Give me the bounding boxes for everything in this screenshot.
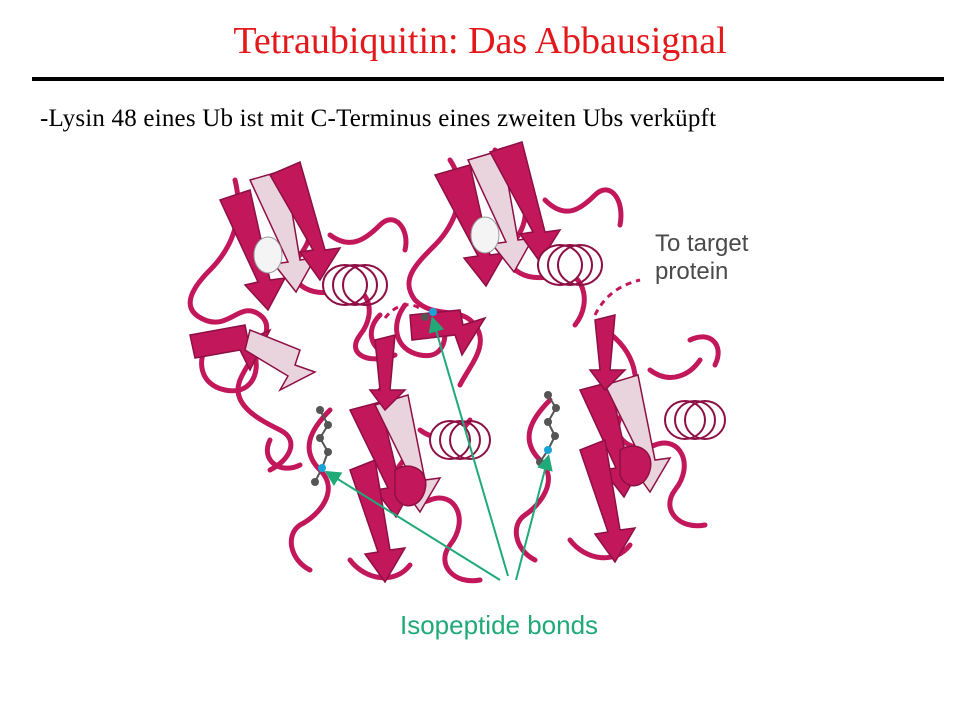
isopeptide-arrows xyxy=(324,316,553,581)
to-target-protein-label: To target protein xyxy=(655,230,748,286)
to-target-line2: protein xyxy=(655,258,729,285)
tetraubiquitin-ribbon-diagram xyxy=(187,141,726,584)
ubiquitin-unit-4 xyxy=(513,327,721,563)
slide-subtitle: -Lysin 48 eines Ub ist mit C-Terminus ei… xyxy=(40,105,717,132)
isopeptide-bond-3 xyxy=(421,308,437,321)
ubiquitin-unit-4-sheets xyxy=(578,314,726,564)
linker-dashed-target xyxy=(593,278,641,316)
slide-title: Tetraubiquitin: Das Abbausignal xyxy=(233,20,727,62)
ubiquitin-unit-3-sheets xyxy=(348,334,491,584)
ubiquitin-unit-1-sheets xyxy=(189,160,388,392)
to-target-line1: To target xyxy=(655,230,749,257)
title-divider xyxy=(32,77,944,81)
isopeptide-bonds-label: Isopeptide bonds xyxy=(400,610,599,640)
linker-dashed-1 xyxy=(383,303,423,319)
tetraubiquitin-figure xyxy=(150,140,790,660)
isopeptide-bond-1 xyxy=(311,406,332,486)
ubiquitin-unit-2-sheets xyxy=(409,141,603,357)
